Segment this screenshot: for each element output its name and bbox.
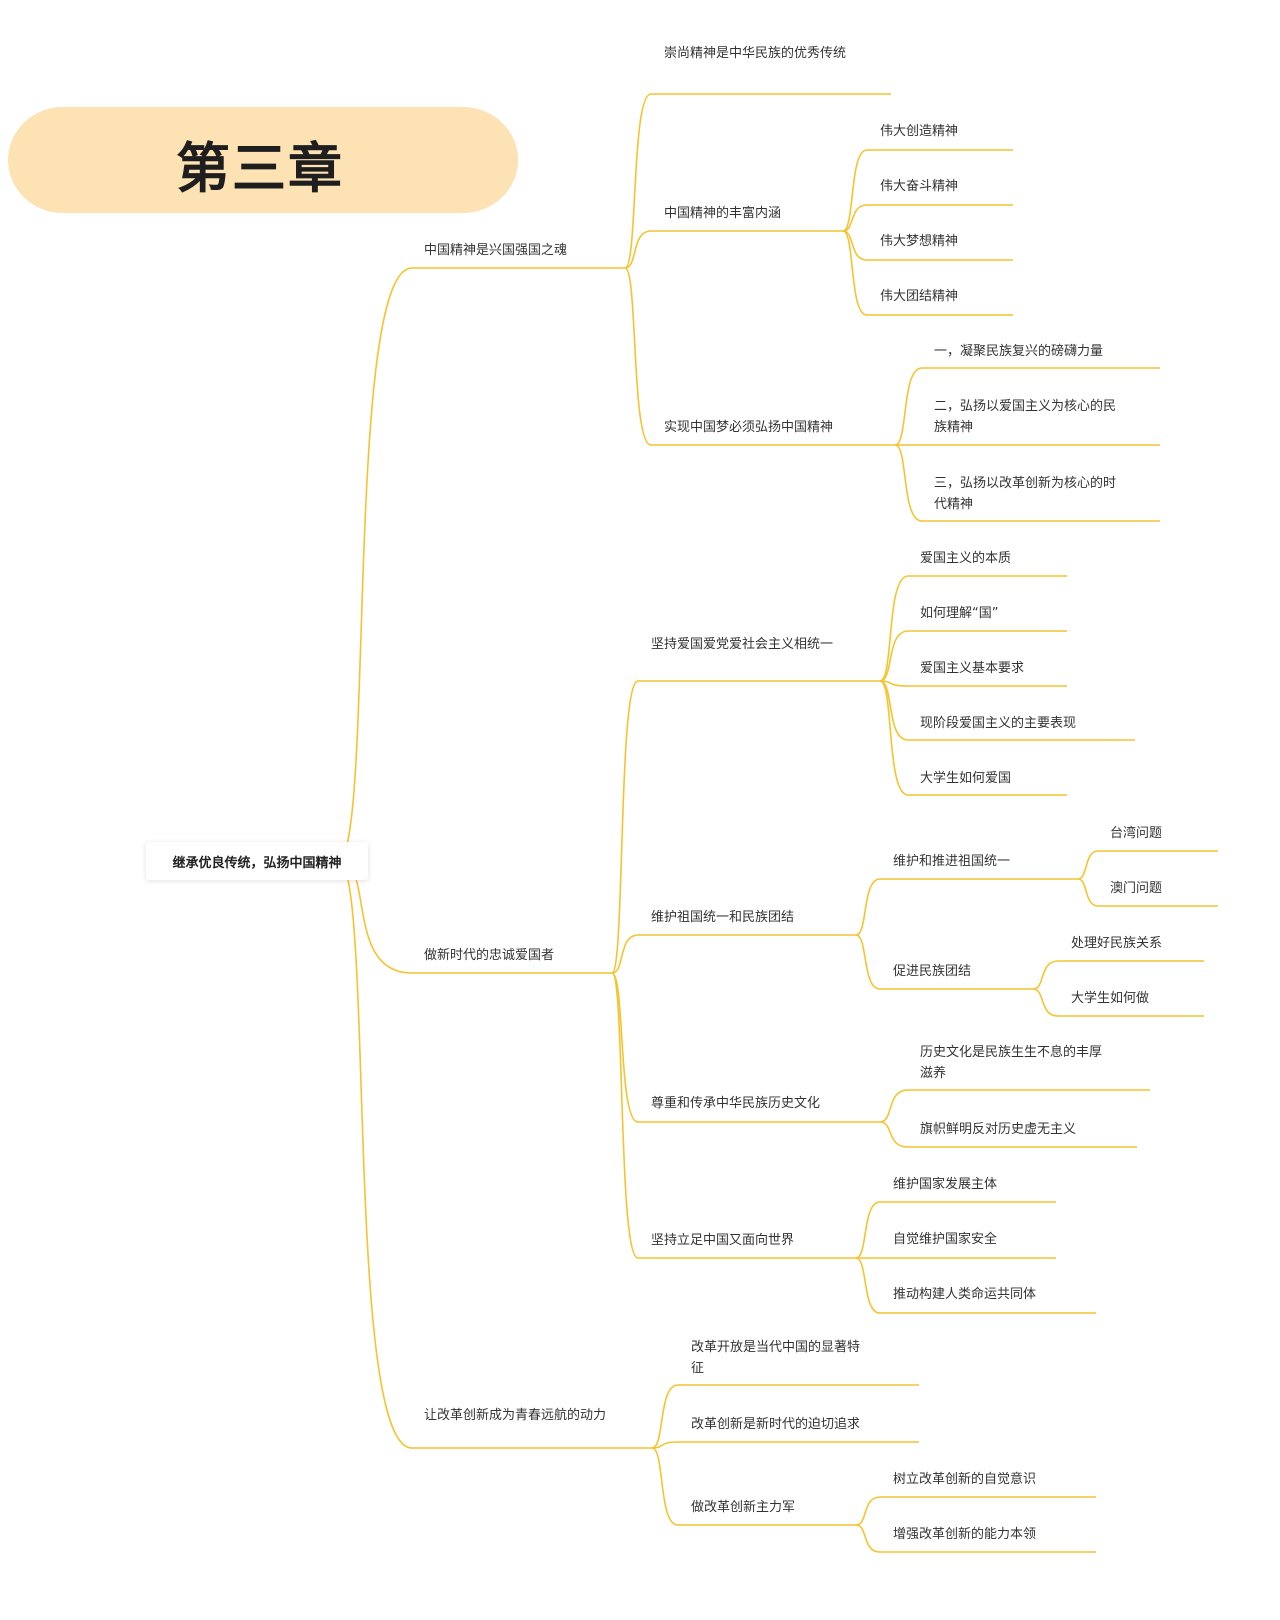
topic-node[interactable]: 改革创新是新时代的迫切追求	[691, 1417, 861, 1432]
connector-curve	[651, 1384, 679, 1449]
leaf-node[interactable]: 现阶段爱国主义的主要表现	[920, 716, 1077, 731]
connector-curve	[611, 972, 639, 1123]
root-node[interactable]: 继承优良传统，弘扬中国精神	[146, 842, 368, 880]
connector-curve	[624, 93, 652, 269]
topic-node[interactable]: 坚持立足中国又面向世界	[651, 1233, 795, 1248]
leaf-node[interactable]: 树立改革创新的自觉意识	[893, 1472, 1037, 1487]
connector-curve	[1077, 850, 1099, 880]
leaf-node[interactable]: 处理好民族关系	[1071, 936, 1163, 951]
connector-curve	[651, 1447, 679, 1526]
chapter-bubble	[8, 107, 518, 213]
connector-curve	[855, 934, 881, 990]
leaf-node[interactable]: 伟大梦想精神	[880, 234, 959, 249]
leaf-node[interactable]: 伟大奋斗精神	[880, 179, 959, 194]
leaf-node[interactable]: 大学生如何做	[1071, 991, 1150, 1006]
connector-curve	[879, 680, 909, 796]
connector-curve	[842, 230, 868, 316]
connector-curve	[855, 1201, 881, 1259]
topic-node[interactable]: 坚持爱国爱党爱社会主义相统一	[651, 637, 834, 652]
branch-node-loyal-patriot[interactable]: 做新时代的忠诚爱国者	[424, 948, 555, 963]
root-label: 继承优良传统，弘扬中国精神	[172, 855, 342, 871]
connector-curve	[842, 149, 868, 232]
leaf-node[interactable]: 伟大团结精神	[880, 289, 959, 304]
connector-curve	[855, 1524, 881, 1553]
connector-curve	[879, 575, 909, 682]
leaf-node[interactable]: 澳门问题	[1110, 881, 1163, 896]
connector-curve	[855, 1257, 881, 1314]
root-to-branch-curve	[337, 267, 413, 861]
leaf-node[interactable]: 一，凝聚民族复兴的磅礴力量	[934, 344, 1104, 359]
connector-curve	[879, 630, 909, 682]
connector-curve	[1032, 988, 1059, 1017]
connector-curve	[879, 680, 909, 741]
leaf-node[interactable]: 如何理解“国”	[920, 606, 999, 621]
topic-node[interactable]: 维护和推进祖国统一	[893, 854, 1011, 869]
topic-node[interactable]: 促进民族团结	[893, 964, 972, 979]
topic-node[interactable]: 实现中国梦必须弘扬中国精神	[664, 420, 834, 435]
chapter-title: 第三章	[176, 137, 344, 200]
branch-node-reform-innovation[interactable]: 让改革创新成为青春远航的动力	[424, 1408, 607, 1423]
leaf-node[interactable]: 三，弘扬以改革创新为核心的时代精神	[934, 476, 1117, 512]
leaf-node[interactable]: 伟大创造精神	[880, 124, 959, 139]
leaf-node[interactable]: 维护国家发展主体	[893, 1177, 998, 1192]
topic-node[interactable]: 中国精神的丰富内涵	[664, 206, 782, 221]
leaf-node[interactable]: 大学生如何爱国	[920, 771, 1012, 786]
leaf-node[interactable]: 二，弘扬以爱国主义为核心的民族精神	[934, 399, 1117, 435]
connector-curve	[611, 680, 639, 974]
leaf-node[interactable]: 爱国主义基本要求	[920, 661, 1025, 676]
connector-curve	[894, 367, 923, 446]
connector-curve	[651, 1441, 679, 1449]
topic-node[interactable]: 维护祖国统一和民族团结	[651, 910, 795, 925]
connector-curve	[855, 878, 881, 936]
connector-curve	[842, 204, 868, 232]
topic-node[interactable]: 崇尚精神是中华民族的优秀传统	[664, 46, 847, 61]
topic-node[interactable]: 尊重和传承中华民族历史文化	[651, 1096, 821, 1111]
connector-curve	[624, 267, 652, 446]
leaf-node[interactable]: 推动构建人类命运共同体	[893, 1287, 1037, 1302]
connector-curve	[624, 230, 652, 269]
topic-node[interactable]: 做改革创新主力军	[691, 1500, 796, 1515]
leaf-node[interactable]: 爱国主义的本质	[920, 551, 1012, 566]
leaf-node[interactable]: 历史文化是民族生生不息的丰厚滋养	[920, 1045, 1103, 1081]
connector-curve	[855, 1496, 881, 1526]
connector-curve	[1077, 878, 1099, 907]
connector-curve	[611, 934, 639, 974]
branch-node-spirit-soul[interactable]: 中国精神是兴国强国之魂	[424, 243, 568, 258]
connector-curve	[879, 1121, 909, 1148]
topic-node[interactable]: 改革开放是当代中国的显著特征	[691, 1340, 861, 1376]
connector-curve	[879, 1089, 909, 1123]
leaf-node[interactable]: 旗帜鲜明反对历史虚无主义	[920, 1122, 1077, 1137]
connector-curve	[894, 444, 923, 522]
leaf-node[interactable]: 台湾问题	[1110, 826, 1163, 841]
leaf-node[interactable]: 增强改革创新的能力本领	[893, 1527, 1037, 1542]
leaf-node[interactable]: 自觉维护国家安全	[893, 1232, 998, 1247]
connector-curve	[611, 972, 639, 1259]
root-to-branch-curve	[337, 859, 413, 1449]
connector-curve	[1032, 960, 1059, 990]
